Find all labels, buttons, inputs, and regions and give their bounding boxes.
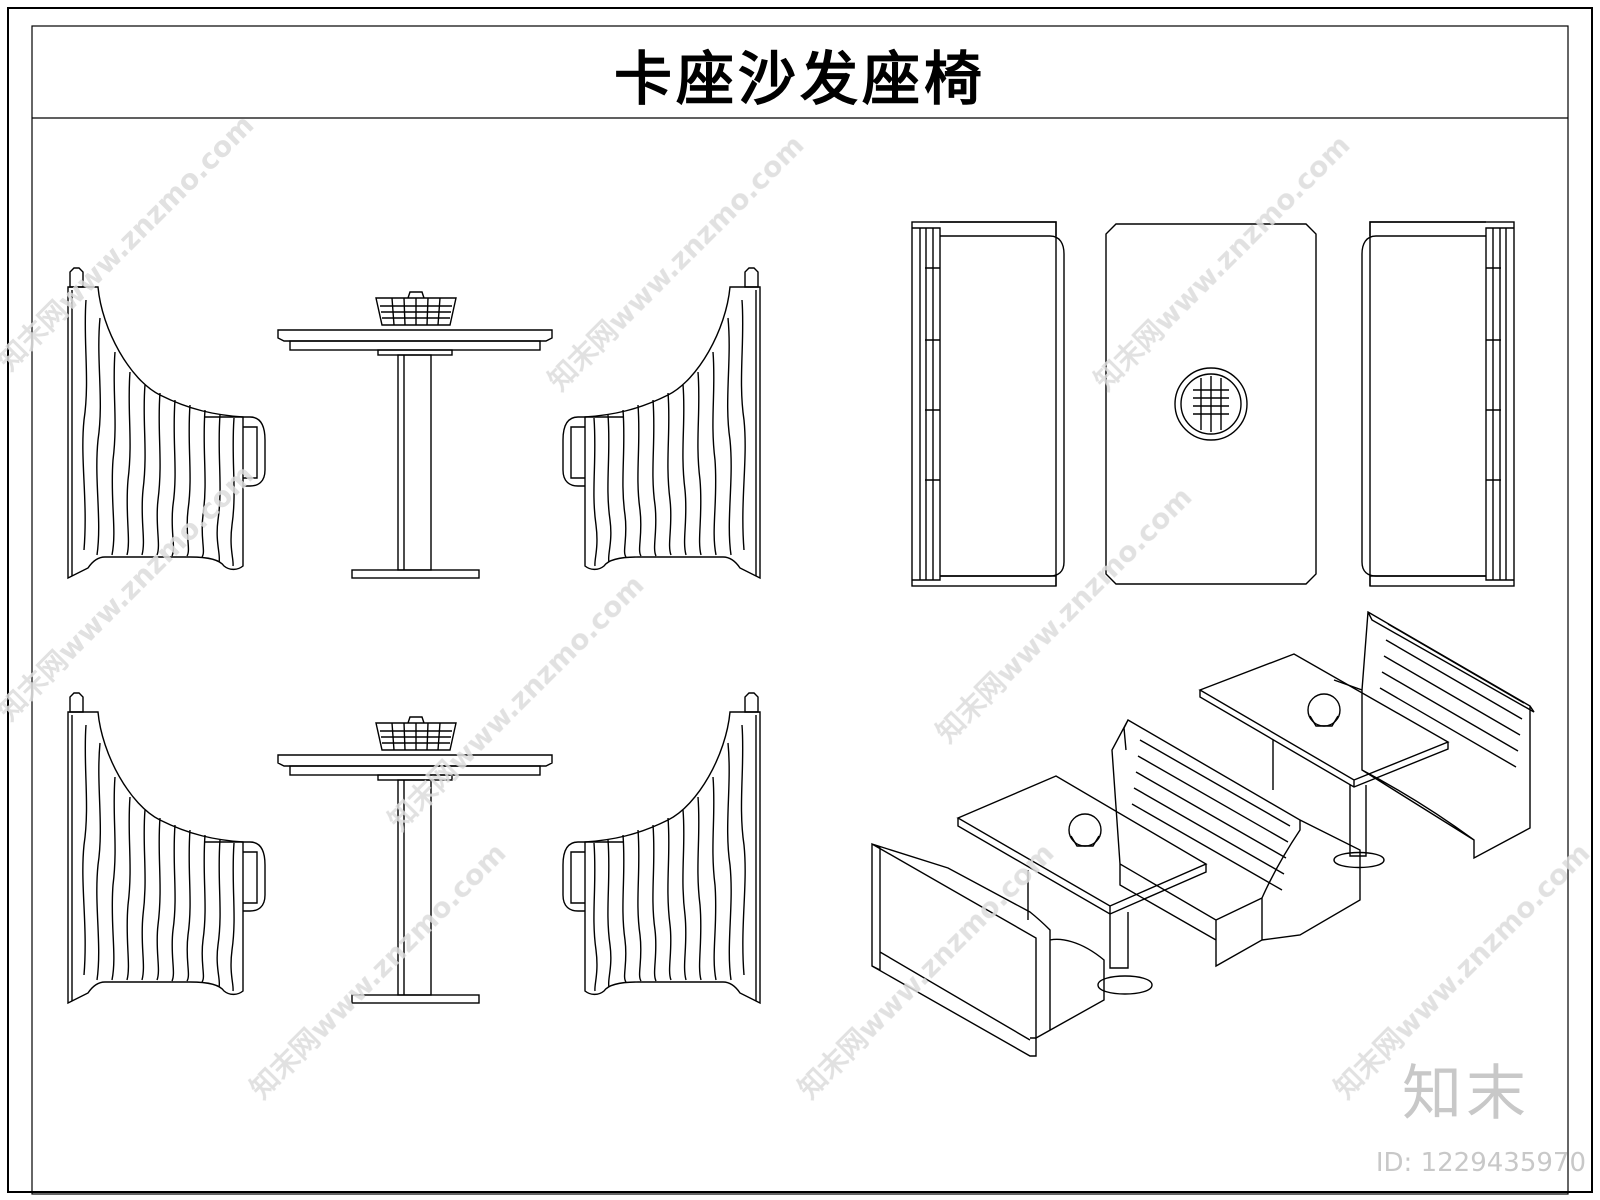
watermark-id: ID: 1229435970 <box>1375 1148 1586 1178</box>
watermark-text: 知末网www.znzmo.com <box>792 836 1061 1105</box>
plan-table <box>1105 223 1317 585</box>
isometric-view <box>871 610 1535 1057</box>
side-seat-right-bottom <box>562 692 761 1004</box>
plan-bench-right <box>1361 221 1515 587</box>
watermark-text: 知末网www.znzmo.com <box>244 836 513 1105</box>
iso-middle-bench <box>1111 719 1361 968</box>
iso-far-bench <box>1333 610 1535 860</box>
pedestal-table-top <box>277 291 553 579</box>
watermark-layer: 知末网www.znzmo.com 知末网www.znzmo.com 知末网www… <box>0 108 1596 1105</box>
iso-far-table <box>1198 653 1450 869</box>
iso-near-table <box>956 775 1208 995</box>
side-seat-right-top <box>562 267 761 579</box>
watermark-text: 知末网www.znzmo.com <box>0 108 260 377</box>
outer-border <box>7 7 1593 1193</box>
plan-view <box>911 221 1515 587</box>
drawing-title: 卡座沙发座椅 <box>613 45 986 113</box>
watermark-brand: 知末 <box>1402 1059 1530 1129</box>
watermark-text: 知末网www.znzmo.com <box>0 458 260 727</box>
watermark-text: 知末网www.znzmo.com <box>382 568 651 837</box>
side-seat-left-bottom <box>67 692 266 1004</box>
plan-bench-left <box>911 221 1065 587</box>
watermark-text: 知末网www.znzmo.com <box>542 128 811 397</box>
inner-border <box>31 25 1569 1195</box>
